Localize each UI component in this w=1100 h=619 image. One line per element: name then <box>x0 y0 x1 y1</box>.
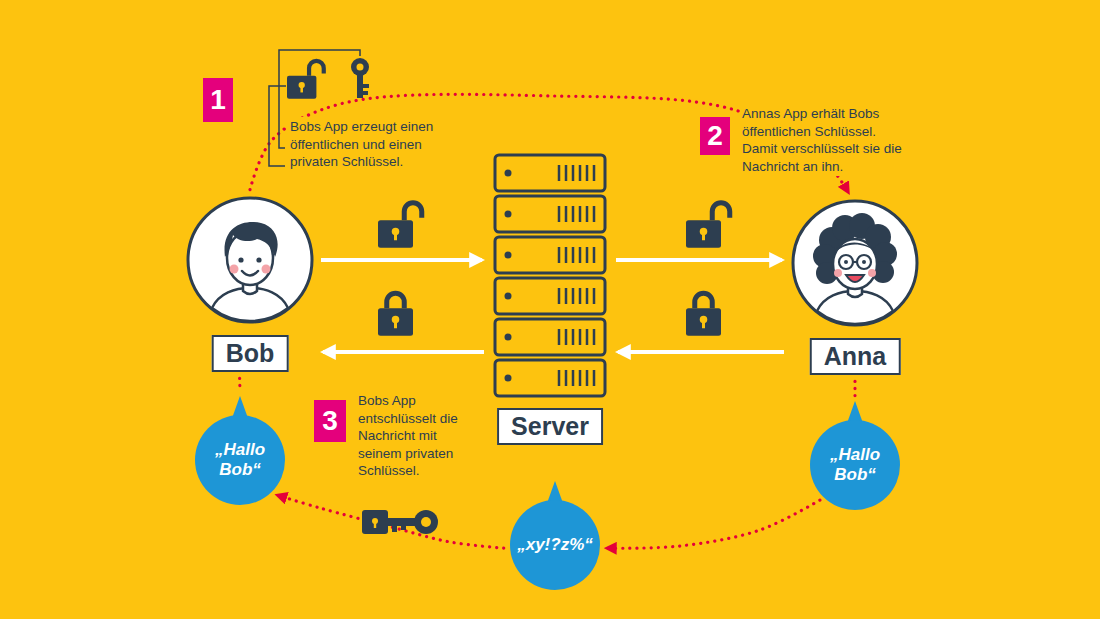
message-arrow <box>616 258 782 262</box>
open-lock-icon <box>686 203 730 248</box>
name-label: Server <box>511 411 589 442</box>
person-node: Anna <box>790 198 920 376</box>
bob-avatar <box>188 198 312 322</box>
anna-avatar <box>793 201 917 325</box>
callout-number: 3 <box>314 400 346 442</box>
step-note: Bobs App entschlüsselt die Nachricht mit… <box>356 391 476 481</box>
name-box: Server <box>497 408 603 445</box>
step-note: Annas App erhält Bobs öffentlichen Schlü… <box>740 104 912 176</box>
bubble-text-box: „Hallo Bob“ <box>198 415 282 505</box>
bubble-circle <box>810 420 900 510</box>
speech-bubble: „Hallo Bob“ <box>810 400 900 510</box>
public-key-icon <box>287 61 324 99</box>
bubble-circle <box>195 415 285 505</box>
callout-number: 2 <box>700 117 730 155</box>
message-text: „Hallo Bob“ <box>813 445 897 484</box>
step-note: Bobs App erzeugt einen öffentlichen und … <box>288 117 458 172</box>
message-text: „Hallo Bob“ <box>198 440 282 479</box>
bubble-circle <box>510 500 600 590</box>
closed-lock-icon <box>378 293 413 336</box>
message-arrow <box>323 350 484 354</box>
open-lock-icon <box>378 203 422 248</box>
callout-number: 1 <box>203 78 233 122</box>
name-label: Anna <box>824 341 887 372</box>
server-rack <box>495 155 605 396</box>
flow-dots <box>238 378 242 390</box>
speech-bubble: „Hallo Bob“ <box>195 395 285 505</box>
message-arrow <box>618 350 784 354</box>
speech-bubble: „xy!?z%“ <box>510 480 600 590</box>
flow-dots <box>853 381 856 395</box>
name-label: Bob <box>226 338 275 369</box>
decrypt-key-icon <box>362 510 438 534</box>
bubble-text-box: „xy!?z%“ <box>513 500 597 590</box>
bubble-shape <box>510 480 600 590</box>
person-node: Bob <box>185 195 315 373</box>
flow-dots <box>277 495 504 548</box>
bubble-text-box: „Hallo Bob“ <box>813 420 897 510</box>
name-box: Bob <box>212 335 289 372</box>
name-box: Anna <box>810 338 901 375</box>
private-key-icon <box>351 58 369 98</box>
flow-dots <box>606 500 820 548</box>
message-arrow <box>321 258 482 262</box>
closed-lock-icon <box>686 293 721 336</box>
message-text: „xy!?z%“ <box>517 535 593 555</box>
server-node: Server <box>490 150 610 446</box>
